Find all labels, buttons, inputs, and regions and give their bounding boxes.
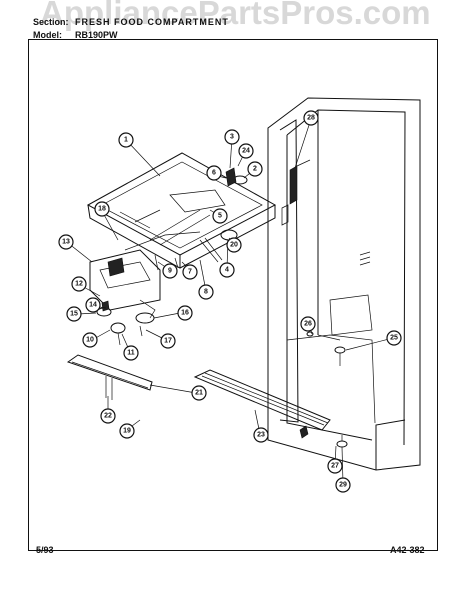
callout-10: 10 (82, 332, 98, 348)
callout-7: 7 (182, 264, 198, 280)
cover-assembly (86, 152, 277, 269)
callout-13: 13 (58, 234, 74, 250)
callout-28: 28 (303, 110, 319, 126)
svg-text:10: 10 (86, 337, 94, 344)
small-parts (96, 167, 348, 448)
control-housing (89, 231, 201, 319)
cabinet-hinge-part (289, 159, 311, 205)
svg-text:9: 9 (168, 268, 172, 275)
callout-20: 20 (226, 237, 242, 253)
section-name: FRESH FOOD COMPARTMENT (75, 17, 229, 27)
callout-21: 21 (191, 385, 207, 401)
svg-text:3: 3 (230, 134, 234, 141)
callout-9: 9 (162, 263, 178, 279)
model-number: RB190PW (75, 30, 118, 40)
svg-text:2: 2 (253, 166, 257, 173)
svg-text:29: 29 (339, 482, 347, 489)
model-label: Model: (33, 30, 62, 40)
callout-22: 22 (100, 408, 116, 424)
svg-text:28: 28 (307, 115, 315, 122)
callout-4: 4 (219, 262, 235, 278)
callout-18: 18 (94, 201, 110, 217)
callout-25: 25 (386, 330, 402, 346)
svg-text:1: 1 (124, 137, 128, 144)
svg-text:5: 5 (218, 213, 222, 220)
callout-2: 2 (247, 161, 263, 177)
watermark: AppliancePartsPros.com (40, 0, 431, 31)
svg-text:20: 20 (230, 242, 238, 249)
callout-26: 26 (300, 316, 316, 332)
svg-text:23: 23 (257, 432, 265, 439)
callout-29: 29 (335, 477, 351, 493)
revision-date: 5/93 (36, 545, 54, 555)
deflector-grille (193, 369, 331, 431)
cabinet-liner (267, 97, 421, 471)
svg-text:8: 8 (204, 289, 208, 296)
callout-24: 24 (238, 143, 254, 159)
callout-3: 3 (224, 129, 240, 145)
callout-19: 19 (119, 423, 135, 439)
svg-text:27: 27 (331, 463, 339, 470)
svg-text:12: 12 (75, 281, 83, 288)
svg-text:16: 16 (181, 310, 189, 317)
svg-text:17: 17 (164, 338, 172, 345)
callout-16: 16 (177, 305, 193, 321)
svg-text:7: 7 (188, 269, 192, 276)
svg-text:4: 4 (225, 267, 229, 274)
svg-text:6: 6 (212, 170, 216, 177)
callout-8: 8 (198, 284, 214, 300)
svg-text:22: 22 (104, 413, 112, 420)
svg-text:21: 21 (195, 390, 203, 397)
callout-11: 11 (123, 345, 139, 361)
callout-6: 6 (206, 165, 222, 181)
svg-text:11: 11 (127, 350, 135, 357)
callout-17: 17 (160, 333, 176, 349)
svg-text:13: 13 (62, 239, 70, 246)
svg-text:25: 25 (390, 335, 398, 342)
trim-strip (66, 354, 153, 400)
callout-23: 23 (253, 427, 269, 443)
diagram-frame (28, 39, 438, 551)
svg-text:14: 14 (89, 302, 97, 309)
callout-5: 5 (212, 208, 228, 224)
page-code: A42-382 (390, 545, 425, 555)
svg-text:26: 26 (304, 321, 312, 328)
svg-text:15: 15 (70, 311, 78, 318)
svg-text:24: 24 (242, 148, 250, 155)
callout-14: 14 (85, 297, 101, 313)
callout-1: 1 (118, 132, 134, 148)
callout-27: 27 (327, 458, 343, 474)
callout-12: 12 (71, 276, 87, 292)
callout-15: 15 (66, 306, 82, 322)
svg-text:19: 19 (123, 428, 131, 435)
section-label: Section: (33, 17, 69, 27)
svg-text:18: 18 (98, 206, 106, 213)
